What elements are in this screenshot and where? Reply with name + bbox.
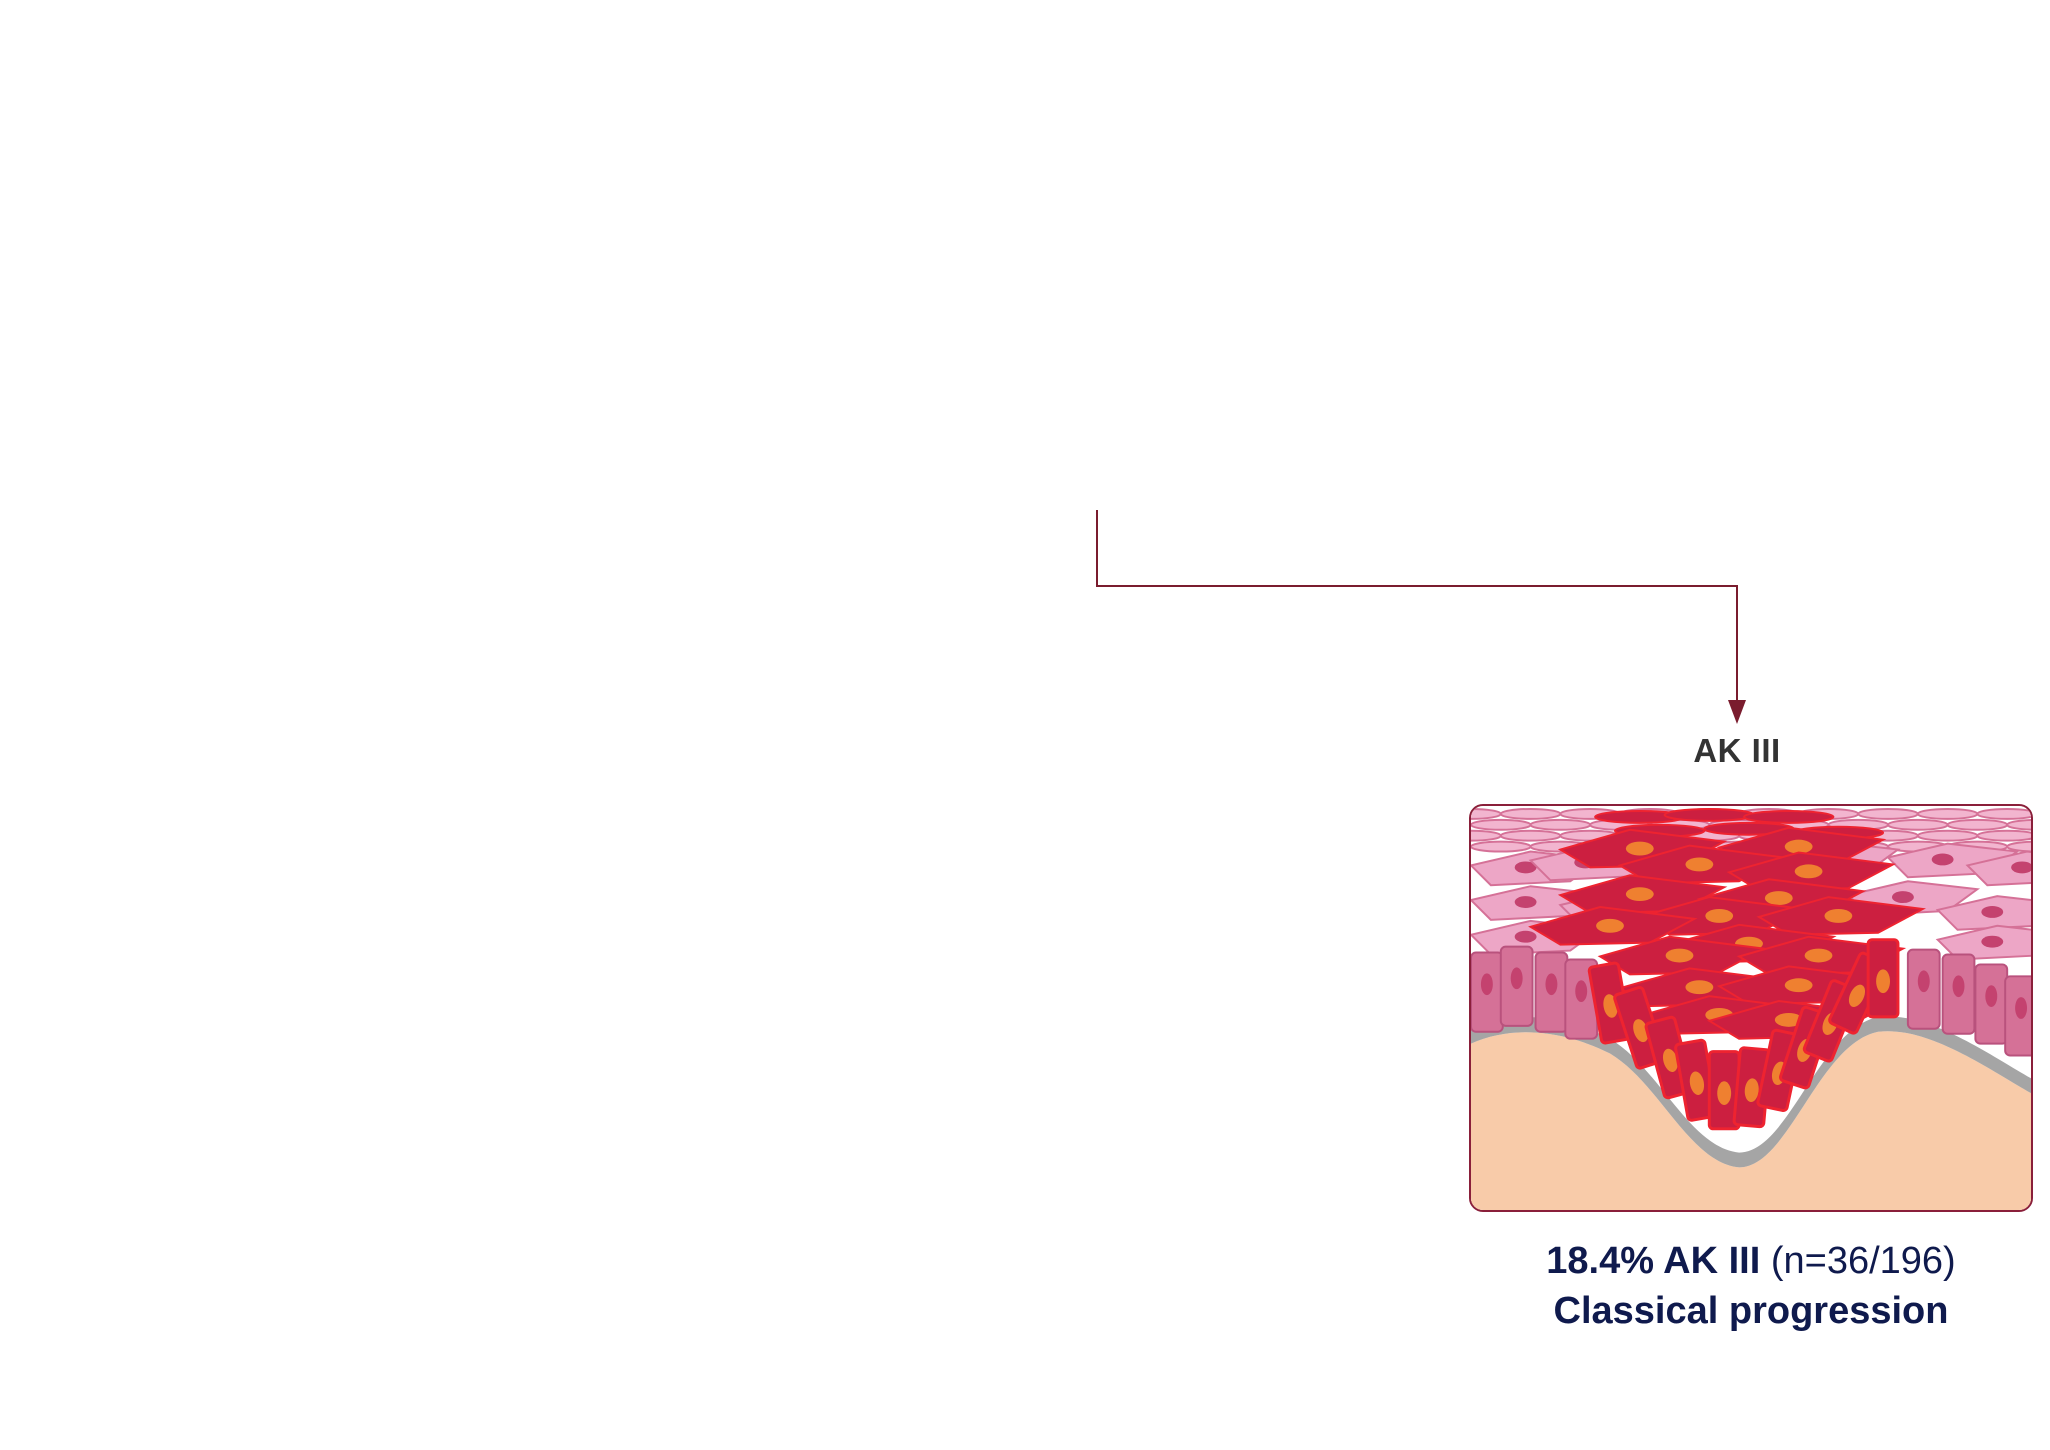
lesion-nucleus xyxy=(1784,978,1813,993)
cell-nucleus xyxy=(1510,967,1523,990)
ak3-skin-illustration xyxy=(1469,804,2033,1212)
lesion-nucleus xyxy=(1804,948,1833,963)
cell-nucleus xyxy=(2011,861,2031,874)
lesion-nucleus xyxy=(1774,1012,1803,1027)
stage-count: (n=36/196) xyxy=(1770,1240,1956,1282)
lesion-nucleus xyxy=(1705,908,1734,923)
stage-description: Classical progression xyxy=(1553,1290,1949,1332)
squamous-cell xyxy=(1499,829,1562,842)
basement-membrane xyxy=(1471,1016,2031,1168)
squamous-cell xyxy=(1887,818,1949,831)
squamous-cell xyxy=(1976,807,2031,820)
lesion-nucleus xyxy=(1824,908,1853,923)
squamous-cell xyxy=(1857,807,1919,820)
cell-nucleus xyxy=(1575,980,1588,1003)
lesion-cell xyxy=(1663,807,1755,822)
lesion-nucleus xyxy=(1689,1071,1705,1095)
lesion-nucleus xyxy=(1784,839,1813,854)
squamous-cell xyxy=(1529,818,1592,831)
cell-nucleus xyxy=(1514,896,1537,908)
dermis xyxy=(1471,1031,2031,1210)
squamous-cell xyxy=(1471,840,1532,853)
cell-nucleus xyxy=(1514,930,1537,943)
squamous-cell xyxy=(1471,807,1502,820)
lesion-nucleus xyxy=(1633,1019,1649,1043)
cell-nucleus xyxy=(1891,891,1914,904)
cell-nucleus xyxy=(1931,853,1954,866)
arrowhead-icon xyxy=(1728,700,1746,724)
cell-nucleus xyxy=(1952,975,1965,998)
cell-nucleus xyxy=(2015,997,2028,1019)
lesion-nucleus xyxy=(1764,891,1793,906)
cell-nucleus xyxy=(1917,970,1930,993)
cell-nucleus xyxy=(1981,906,2004,918)
lesion-nucleus xyxy=(1794,864,1823,879)
cell-nucleus xyxy=(1514,861,1537,874)
squamous-cell xyxy=(2006,840,2031,853)
squamous-cell xyxy=(1946,818,2009,831)
lesion-nucleus xyxy=(1625,887,1654,902)
lesion-nucleus xyxy=(1685,857,1714,872)
lesion-nucleus xyxy=(1662,1048,1678,1072)
lesion-nucleus xyxy=(1665,948,1694,963)
lesion-nucleus xyxy=(1876,969,1891,994)
lesion-cell xyxy=(1743,809,1835,824)
squamous-cell xyxy=(1916,829,1979,842)
cell-nucleus xyxy=(1981,935,2004,948)
cell-nucleus xyxy=(1985,985,1998,1008)
lesion-nucleus xyxy=(1596,918,1624,933)
cell-nucleus xyxy=(1545,973,1558,996)
cell-nucleus xyxy=(1480,973,1493,996)
spinous-cell xyxy=(1965,850,2031,887)
stage-percent: 18.4% AK III xyxy=(1546,1240,1761,1282)
squamous-cell xyxy=(1916,807,1979,820)
lesion-nucleus xyxy=(1685,980,1714,995)
squamous-cell xyxy=(1471,829,1502,842)
lesion-nucleus xyxy=(1625,841,1654,856)
squamous-cell xyxy=(2006,818,2031,831)
squamous-cell xyxy=(1976,829,2031,842)
squamous-cell xyxy=(1471,818,1532,831)
lesion-nucleus xyxy=(1744,1078,1759,1103)
lesion-nucleus xyxy=(1717,1081,1732,1106)
squamous-cell xyxy=(1499,807,1562,820)
stage-caption: 18.4% AK III (n=36/196) Classical progre… xyxy=(1451,1236,2050,1336)
lesion-nucleus xyxy=(1848,984,1866,1007)
stage-label: AK III xyxy=(1693,732,1781,769)
